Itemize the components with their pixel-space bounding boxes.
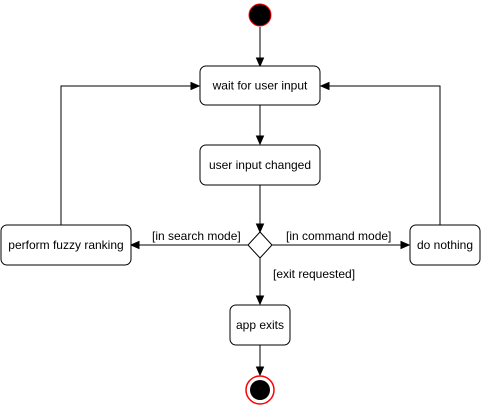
guard-search-mode: [in search mode] [152,229,241,243]
node-label: wait for user input [212,79,308,93]
node-label: do nothing [417,238,473,252]
edge-decision-to-app-exits [255,258,265,306]
edge-do-nothing-to-wait [319,81,441,225]
edge-app-exits-to-final [255,345,265,377]
edge-decision-to-fuzzy-ranking [129,240,248,250]
edge-changed-to-decision [255,185,265,234]
node-label: app exits [236,318,284,332]
decision-diamond[interactable] [247,231,273,259]
node-user-input-changed[interactable]: user input changed [199,144,321,186]
node-perform-fuzzy-ranking[interactable]: perform fuzzy ranking [0,224,132,266]
edge-fuzzy-ranking-to-wait [60,81,201,225]
node-label: user input changed [209,158,311,172]
guard-command-mode: [in command mode] [286,229,391,243]
node-app-exits[interactable]: app exits [229,304,291,346]
edge-start-to-wait [255,27,265,68]
guard-exit-requested: [exit requested] [273,267,355,281]
node-label: perform fuzzy ranking [8,238,123,252]
edge-decision-to-do-nothing [272,240,411,250]
edge-wait-to-changed [255,105,265,146]
start-node [248,3,272,27]
final-node [245,375,275,405]
node-do-nothing[interactable]: do nothing [409,224,481,266]
node-wait-for-user-input[interactable]: wait for user input [199,65,321,106]
